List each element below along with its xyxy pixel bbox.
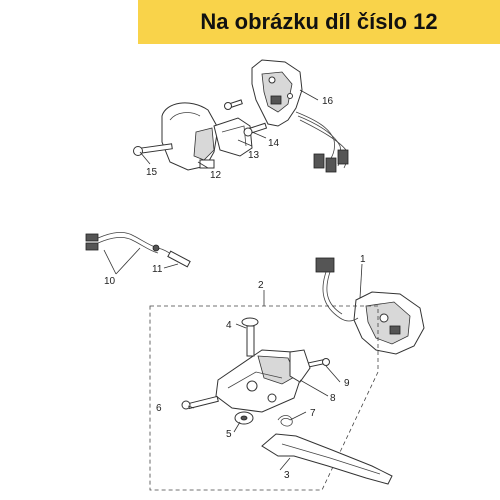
callout-10: 10: [104, 276, 116, 287]
lever-holder: [215, 349, 303, 413]
callout-4: 4: [226, 320, 232, 331]
callout-5: 5: [226, 429, 232, 440]
bolt-6: [181, 395, 219, 410]
callout-14: 14: [268, 138, 280, 149]
screw-15: [133, 143, 173, 156]
clamp-13: [213, 117, 253, 157]
switch-housing-1: [353, 291, 425, 355]
nut-5: [234, 411, 254, 425]
callout-8: 8: [330, 393, 336, 404]
spring-7: [277, 415, 293, 427]
callout-15: 15: [146, 167, 158, 178]
callout-13: 13: [248, 150, 260, 161]
pivot-bolt-4: [241, 317, 259, 357]
callout-16: 16: [322, 96, 334, 107]
stop-switch-cable-11: [85, 232, 191, 268]
plate-8: [289, 349, 311, 383]
callout-7: 7: [310, 408, 316, 419]
small-screw-top: [224, 99, 243, 110]
callout-3: 3: [284, 470, 290, 481]
switch-housing-16: [251, 59, 303, 127]
banner-title: Na obrázku díl číslo 12: [200, 9, 438, 34]
lever-assembly-2-outline: [149, 305, 379, 491]
callout-labels: 1 2 3 4 5 6 7 8 9 10 11 12 13 14 15 16: [104, 96, 366, 481]
callout-9: 9: [344, 378, 350, 389]
callout-2: 2: [258, 280, 264, 291]
title-banner: Na obrázku díl číslo 12: [138, 0, 500, 44]
callout-11: 11: [152, 264, 163, 275]
lever-bracket-12: [161, 102, 219, 171]
callout-12: 12: [210, 170, 222, 181]
leader-lines: [103, 89, 363, 471]
clutch-lever-3: [261, 433, 393, 485]
callout-1: 1: [360, 254, 366, 265]
callout-6: 6: [156, 403, 162, 414]
switch-cable-bundle: [295, 111, 349, 173]
switch-1-cable: [315, 257, 359, 322]
